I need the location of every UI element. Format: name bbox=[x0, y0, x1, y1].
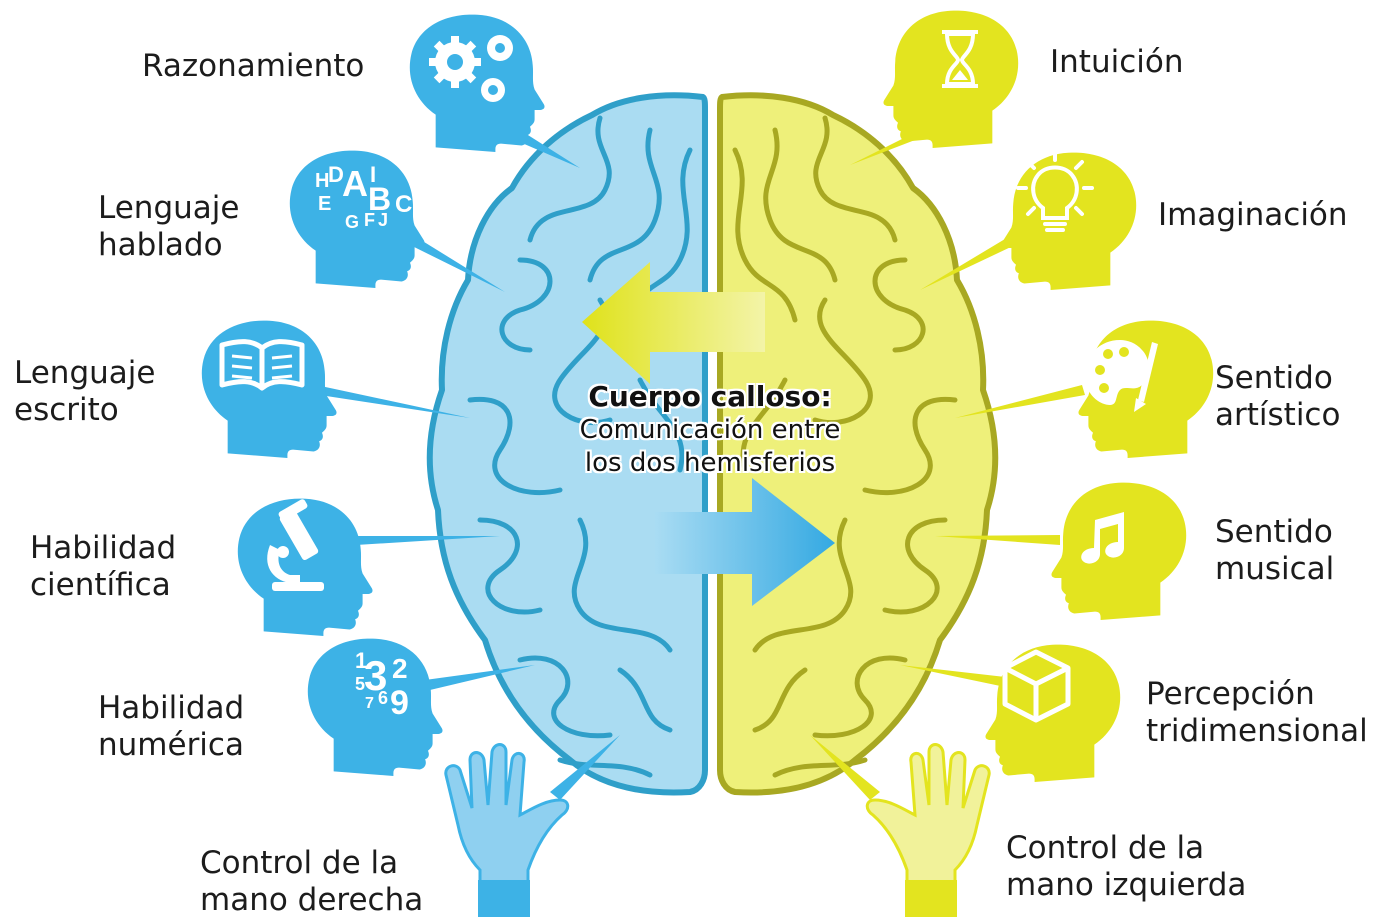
label-intuicion: Intuición bbox=[1050, 44, 1184, 80]
letter-glyph: H bbox=[315, 170, 329, 192]
corpus-callosum-subtitle-1: Comunicación entre bbox=[579, 415, 841, 445]
label-imaginacion: Imaginación bbox=[1158, 197, 1348, 233]
number-glyph: 9 bbox=[390, 684, 409, 722]
hourglass-icon bbox=[942, 30, 978, 88]
corpus-callosum-title: Cuerpo calloso: bbox=[588, 380, 832, 413]
letter-glyph: D bbox=[328, 162, 344, 187]
letter-glyph: C bbox=[395, 191, 412, 218]
letter-glyph: J bbox=[378, 210, 388, 230]
arrow-left-to-right bbox=[655, 478, 835, 606]
cube-icon bbox=[1002, 649, 1071, 723]
numbers-icon: 1 3 2 5 7 6 9 bbox=[355, 648, 409, 722]
letter-glyph: E bbox=[318, 193, 331, 215]
palette-icon bbox=[1085, 340, 1158, 412]
left-hand-icon bbox=[865, 743, 991, 917]
music-note-icon bbox=[1081, 512, 1124, 564]
number-glyph: 6 bbox=[378, 688, 388, 708]
number-glyph: 5 bbox=[355, 674, 365, 694]
letter-glyph: A bbox=[342, 163, 368, 204]
corpus-callosum-caption: Cuerpo calloso: Comunicación entre los d… bbox=[520, 380, 900, 480]
letter-glyph: G bbox=[345, 212, 359, 232]
arrow-right-to-left bbox=[582, 262, 765, 384]
lightbulb-icon bbox=[1016, 150, 1094, 232]
right-hand-icon bbox=[444, 743, 570, 917]
corpus-callosum-subtitle-2: los dos hemisferios bbox=[584, 448, 836, 478]
book-icon bbox=[219, 339, 305, 391]
letters-icon: H D A I E B C G F J bbox=[315, 162, 412, 232]
number-glyph: 2 bbox=[392, 653, 408, 684]
letter-glyph: F bbox=[364, 210, 375, 230]
left-hemisphere bbox=[426, 92, 708, 796]
microscope-icon bbox=[267, 499, 324, 591]
number-glyph: 3 bbox=[364, 652, 387, 699]
left-pointers bbox=[300, 130, 620, 800]
letter-glyph: I bbox=[370, 162, 376, 187]
letter-glyph: B bbox=[368, 181, 391, 217]
number-glyph: 1 bbox=[355, 648, 367, 673]
right-hemisphere bbox=[717, 92, 999, 796]
number-glyph: 7 bbox=[365, 695, 374, 712]
gears-icon bbox=[429, 35, 513, 102]
label-razonamiento: Razonamiento bbox=[142, 48, 365, 84]
